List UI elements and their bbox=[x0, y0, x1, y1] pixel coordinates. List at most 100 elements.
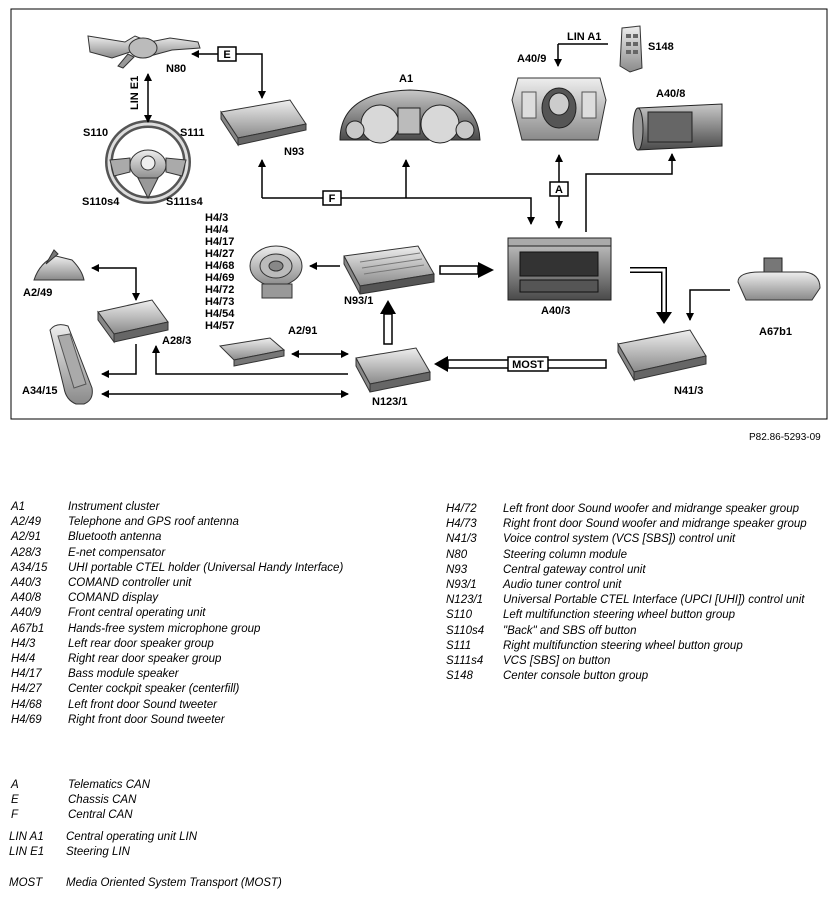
legend-desc: Right rear door speaker group bbox=[68, 653, 222, 666]
a67b1-to-n41-3 bbox=[686, 289, 730, 321]
label-a67b1: A67b1 bbox=[759, 326, 792, 338]
label-speaker: H4/17 bbox=[205, 236, 234, 248]
label-s110: S110 bbox=[83, 127, 108, 139]
label-lin-a1: LIN A1 bbox=[567, 31, 601, 43]
upci-to-tuner-head bbox=[380, 300, 396, 314]
legend-code: S148 bbox=[446, 670, 473, 683]
legend-code: A2/91 bbox=[11, 531, 42, 544]
speaker-image bbox=[249, 245, 303, 299]
legend-code: A1 bbox=[11, 501, 26, 513]
upci-to-enet bbox=[152, 345, 348, 375]
bus-label-e: E bbox=[223, 49, 230, 61]
legend-code: H4/4 bbox=[11, 653, 36, 666]
steering-column-module-image bbox=[87, 35, 201, 69]
bus-box-e bbox=[217, 46, 237, 62]
label-speaker: H4/54 bbox=[205, 308, 235, 320]
legend-desc: VCS [SBS] on button bbox=[503, 655, 611, 668]
label-speaker: H4/3 bbox=[205, 212, 228, 224]
legend-desc: Voice control system (VCS [SBS]) control… bbox=[503, 533, 736, 546]
legend-code: A28/3 bbox=[11, 546, 42, 559]
bus-label-most: MOST bbox=[512, 359, 544, 371]
legend-desc: Right multifunction steering wheel butto… bbox=[503, 639, 743, 652]
legend-desc: Left rear door speaker group bbox=[68, 637, 214, 650]
legend-code: H4/68 bbox=[11, 698, 42, 711]
legend-row: A2/91 Bluetooth antenna bbox=[11, 530, 411, 545]
legend-code: H4/73 bbox=[446, 518, 477, 531]
figure-reference: P82.86-5293-09 bbox=[749, 432, 821, 443]
legend-code: LIN E1 bbox=[9, 846, 45, 859]
legend-desc: Chassis CAN bbox=[68, 794, 137, 807]
legend-desc: Left multifunction steering wheel button… bbox=[503, 609, 736, 622]
legend-desc: Central operating unit LIN bbox=[66, 831, 198, 843]
legend-desc: Central CAN bbox=[68, 809, 133, 822]
legend-desc: Right front door Sound woofer and midran… bbox=[503, 518, 807, 531]
legend-desc: Instrument cluster bbox=[68, 501, 160, 513]
label-a2-91: A2/91 bbox=[288, 325, 317, 337]
center-console-button-group-image bbox=[619, 25, 643, 73]
enet-to-phone-holder bbox=[101, 344, 137, 378]
legend-row: H4/3 Left rear door speaker group bbox=[11, 637, 411, 652]
tuner-to-comand-arrow bbox=[439, 265, 479, 275]
label-s111: S111 bbox=[180, 127, 204, 139]
legend-row: S148 Center console button group bbox=[446, 669, 811, 684]
legend-desc: Right front door Sound tweeter bbox=[68, 713, 225, 726]
bus-box-a bbox=[549, 181, 569, 197]
most-bus-head bbox=[434, 356, 448, 372]
enet-compensator-image bbox=[97, 299, 169, 344]
legend-code: A bbox=[11, 779, 19, 791]
legend-desc: Left front door Sound woofer and midrang… bbox=[503, 503, 799, 515]
legend-row: H4/17 Bass module speaker bbox=[11, 667, 411, 682]
label-n123-1: N123/1 bbox=[372, 396, 407, 408]
legend-desc: "Back" and SBS off button bbox=[503, 624, 637, 637]
bus-box-f bbox=[322, 190, 342, 206]
legend-desc: Universal Portable CTEL Interface (UPCI … bbox=[503, 594, 805, 607]
legend-desc: Central gateway control unit bbox=[503, 563, 646, 576]
legend-desc: COMAND controller unit bbox=[68, 577, 192, 590]
comand-display-image bbox=[632, 103, 723, 151]
legend-desc: Hands-free system microphone group bbox=[68, 622, 261, 635]
legend-code: N93/1 bbox=[446, 579, 477, 592]
legend-code: H4/69 bbox=[11, 713, 42, 726]
label-s110s4: S110s4 bbox=[82, 196, 120, 208]
bluetooth-antenna-image bbox=[218, 337, 286, 367]
legend-desc: Front central operating unit bbox=[68, 607, 206, 620]
legend-desc: Telephone and GPS roof antenna bbox=[68, 516, 239, 529]
legend-row: H4/69 Right front door Sound tweeter bbox=[11, 713, 411, 728]
legend-code: H4/17 bbox=[11, 668, 42, 681]
legend-row: N123/1 Universal Portable CTEL Interface … bbox=[446, 593, 811, 608]
legend-code: E bbox=[11, 794, 19, 807]
legend-desc: Center console button group bbox=[503, 670, 649, 683]
steering-wheel-image bbox=[105, 120, 191, 204]
label-speaker: H4/4 bbox=[205, 224, 229, 236]
legend-desc: Bluetooth antenna bbox=[68, 531, 162, 544]
legend-code: N123/1 bbox=[446, 594, 484, 607]
legend-code: H4/3 bbox=[11, 637, 36, 650]
label-n93: N93 bbox=[284, 146, 304, 158]
legend-desc: Bass module speaker bbox=[68, 668, 179, 681]
label-n80: N80 bbox=[166, 63, 186, 75]
central-can-bus bbox=[262, 197, 535, 225]
label-speaker: H4/72 bbox=[205, 284, 234, 296]
label-speaker: H4/68 bbox=[205, 260, 234, 272]
legend-code: A40/3 bbox=[11, 577, 42, 590]
chassis-can-to-n93 bbox=[254, 53, 266, 99]
